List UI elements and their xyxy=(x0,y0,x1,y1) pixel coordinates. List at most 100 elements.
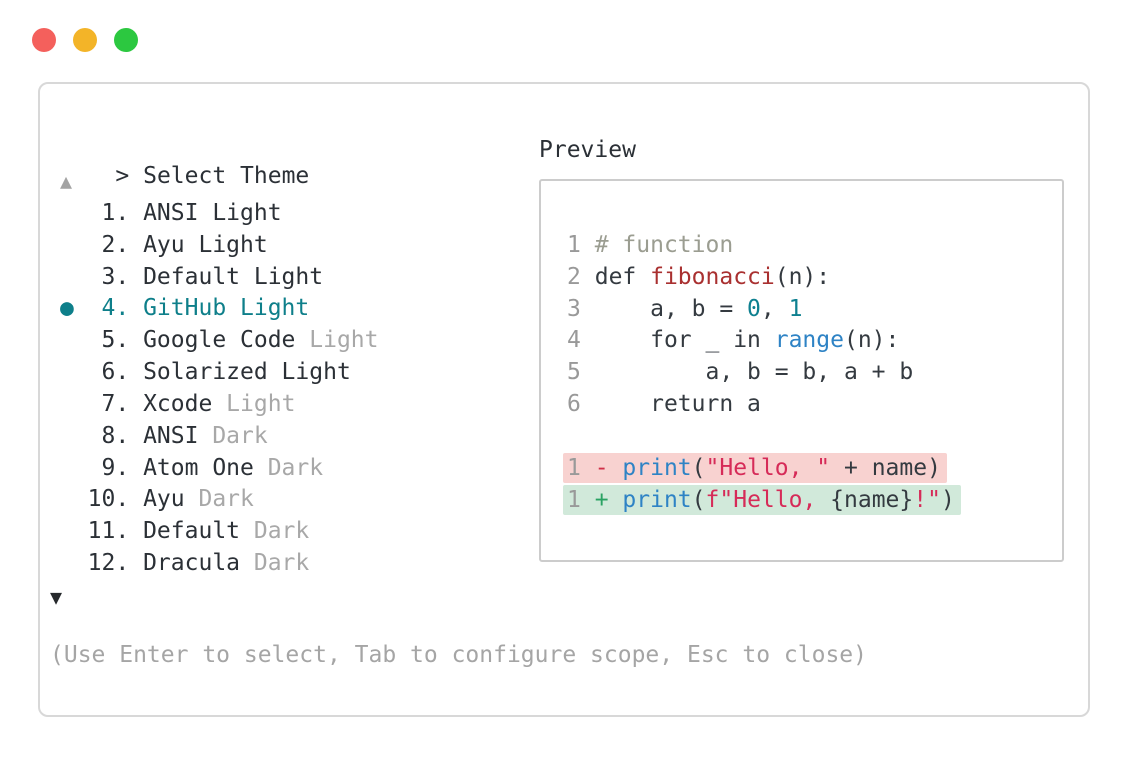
gap xyxy=(581,487,595,513)
theme-number: 12. xyxy=(87,550,130,577)
minimize-button[interactable] xyxy=(73,28,97,52)
theme-item-12[interactable]: 12. Dracula Dark xyxy=(60,548,379,580)
code-line-content: 2 def fibonacci(n): xyxy=(567,262,830,294)
gap xyxy=(129,264,143,290)
token-text: (n): xyxy=(774,263,831,290)
theme-item-6[interactable]: 6. Solarized Light xyxy=(60,357,379,389)
theme-item-4[interactable]: ●4. GitHub Light xyxy=(60,293,379,325)
token-string: !" xyxy=(913,486,941,513)
theme-item-9[interactable]: 9. Atom One Dark xyxy=(60,453,379,485)
theme-number: 3. xyxy=(101,263,130,290)
token-number: 0 xyxy=(747,295,761,322)
code-line: 2 def fibonacci(n): xyxy=(567,262,961,294)
preview-label: Preview xyxy=(539,137,636,163)
theme-name: Default Light xyxy=(143,263,324,290)
theme-number: 4. xyxy=(101,295,130,322)
code-line: 5 a, b = b, a + b xyxy=(567,357,961,389)
gap xyxy=(129,391,143,417)
code-line: 6 return a xyxy=(567,389,961,421)
code-line-content: 6 return a xyxy=(567,389,761,421)
token-text: ( xyxy=(691,454,706,481)
theme-item-7[interactable]: 7. Xcode Light xyxy=(60,389,379,421)
gap xyxy=(581,359,595,385)
gap xyxy=(129,295,143,321)
token-text: a, b = xyxy=(594,295,748,322)
gap xyxy=(581,455,595,481)
theme-number: 11. xyxy=(87,518,130,545)
theme-item-3[interactable]: 3. Default Light xyxy=(60,262,379,294)
theme-variant: Dark xyxy=(253,454,324,481)
selected-bullet-icon xyxy=(60,421,74,453)
theme-item-10[interactable]: 10. Ayu Dark xyxy=(60,484,379,516)
help-text: (Use Enter to select, Tab to configure s… xyxy=(50,642,867,668)
theme-name: Dracula xyxy=(143,550,241,577)
line-number: 1 xyxy=(567,232,581,258)
gap xyxy=(581,264,595,290)
token-text: (n): xyxy=(843,327,900,354)
selected-bullet-icon xyxy=(60,516,74,548)
gap xyxy=(129,359,143,385)
theme-item-1[interactable]: 1. ANSI Light xyxy=(60,198,379,230)
theme-item-8[interactable]: 8. ANSI Dark xyxy=(60,421,379,453)
theme-variant: Dark xyxy=(240,518,310,545)
theme-variant: Light xyxy=(212,390,296,417)
theme-item-11[interactable]: 11. Default Dark xyxy=(60,516,379,548)
prompt-caret-icon: > xyxy=(115,163,130,189)
code-line-content: 3 a, b = 0, 1 xyxy=(567,294,802,326)
prompt-row: > Select Theme xyxy=(60,137,309,215)
theme-name: ANSI Light xyxy=(143,200,282,226)
close-button[interactable] xyxy=(32,28,56,52)
code-line-content: 1 + print(f"Hello, {name}!") xyxy=(563,484,961,515)
theme-variant: Dark xyxy=(240,550,310,577)
gap xyxy=(129,200,143,226)
code-line-content: 4 for _ in range(n): xyxy=(567,325,899,357)
selected-bullet-icon xyxy=(60,198,74,230)
theme-number: 2. xyxy=(101,231,130,258)
theme-variant: Dark xyxy=(198,422,268,449)
token-text: for _ in xyxy=(594,327,775,354)
scroll-down-icon[interactable]: ▼ xyxy=(50,585,63,609)
scroll-up-icon[interactable]: ▲ xyxy=(60,169,73,193)
theme-name: Atom One xyxy=(143,454,254,481)
token-removed-sign: - xyxy=(594,454,623,481)
window-controls xyxy=(32,28,138,52)
code-line-content: 1 - print("Hello, " + name) xyxy=(563,452,947,483)
gap xyxy=(581,327,595,353)
diff-line-added: 1 + print(f"Hello, {name}!") xyxy=(563,484,961,517)
selected-bullet-icon xyxy=(60,325,74,357)
theme-name: Ayu xyxy=(143,486,185,513)
theme-name: Ayu Light xyxy=(143,231,268,258)
token-comment: # function xyxy=(594,232,734,258)
token-string: f"Hello, xyxy=(705,486,831,513)
token-text: def xyxy=(594,263,651,290)
gap xyxy=(129,423,143,449)
theme-name: GitHub Light xyxy=(143,295,310,322)
selected-bullet-icon xyxy=(60,357,74,389)
line-number: 2 xyxy=(567,263,581,290)
theme-number: 1. xyxy=(101,200,130,226)
line-number: 3 xyxy=(567,295,581,322)
theme-variant: Dark xyxy=(184,486,254,513)
theme-number: 9. xyxy=(101,454,130,481)
gap xyxy=(129,327,143,353)
token-text: return a xyxy=(594,391,761,418)
theme-list: 1. ANSI Light 2. Ayu Light 3. Default Li… xyxy=(60,198,379,580)
picker-title: Select Theme xyxy=(143,163,310,189)
gap xyxy=(581,232,595,258)
theme-number: 10. xyxy=(87,486,130,513)
theme-number: 6. xyxy=(101,359,130,386)
token-func: fibonacci xyxy=(650,263,775,290)
theme-name: Google Code xyxy=(143,327,296,354)
theme-picker-panel: > Select Theme ▲ 1. ANSI Light 2. Ayu Lig… xyxy=(38,82,1090,717)
code-line xyxy=(567,421,961,453)
token-builtin: print xyxy=(622,486,692,513)
token-text: a, b = b, a + b xyxy=(594,359,914,386)
zoom-button[interactable] xyxy=(114,28,138,52)
theme-item-5[interactable]: 5. Google Code Light xyxy=(60,325,379,357)
token-text: + name) xyxy=(830,454,941,481)
theme-item-2[interactable]: 2. Ayu Light xyxy=(60,230,379,262)
token-added-sign: + xyxy=(594,486,623,513)
line-number: 1 xyxy=(567,454,581,481)
